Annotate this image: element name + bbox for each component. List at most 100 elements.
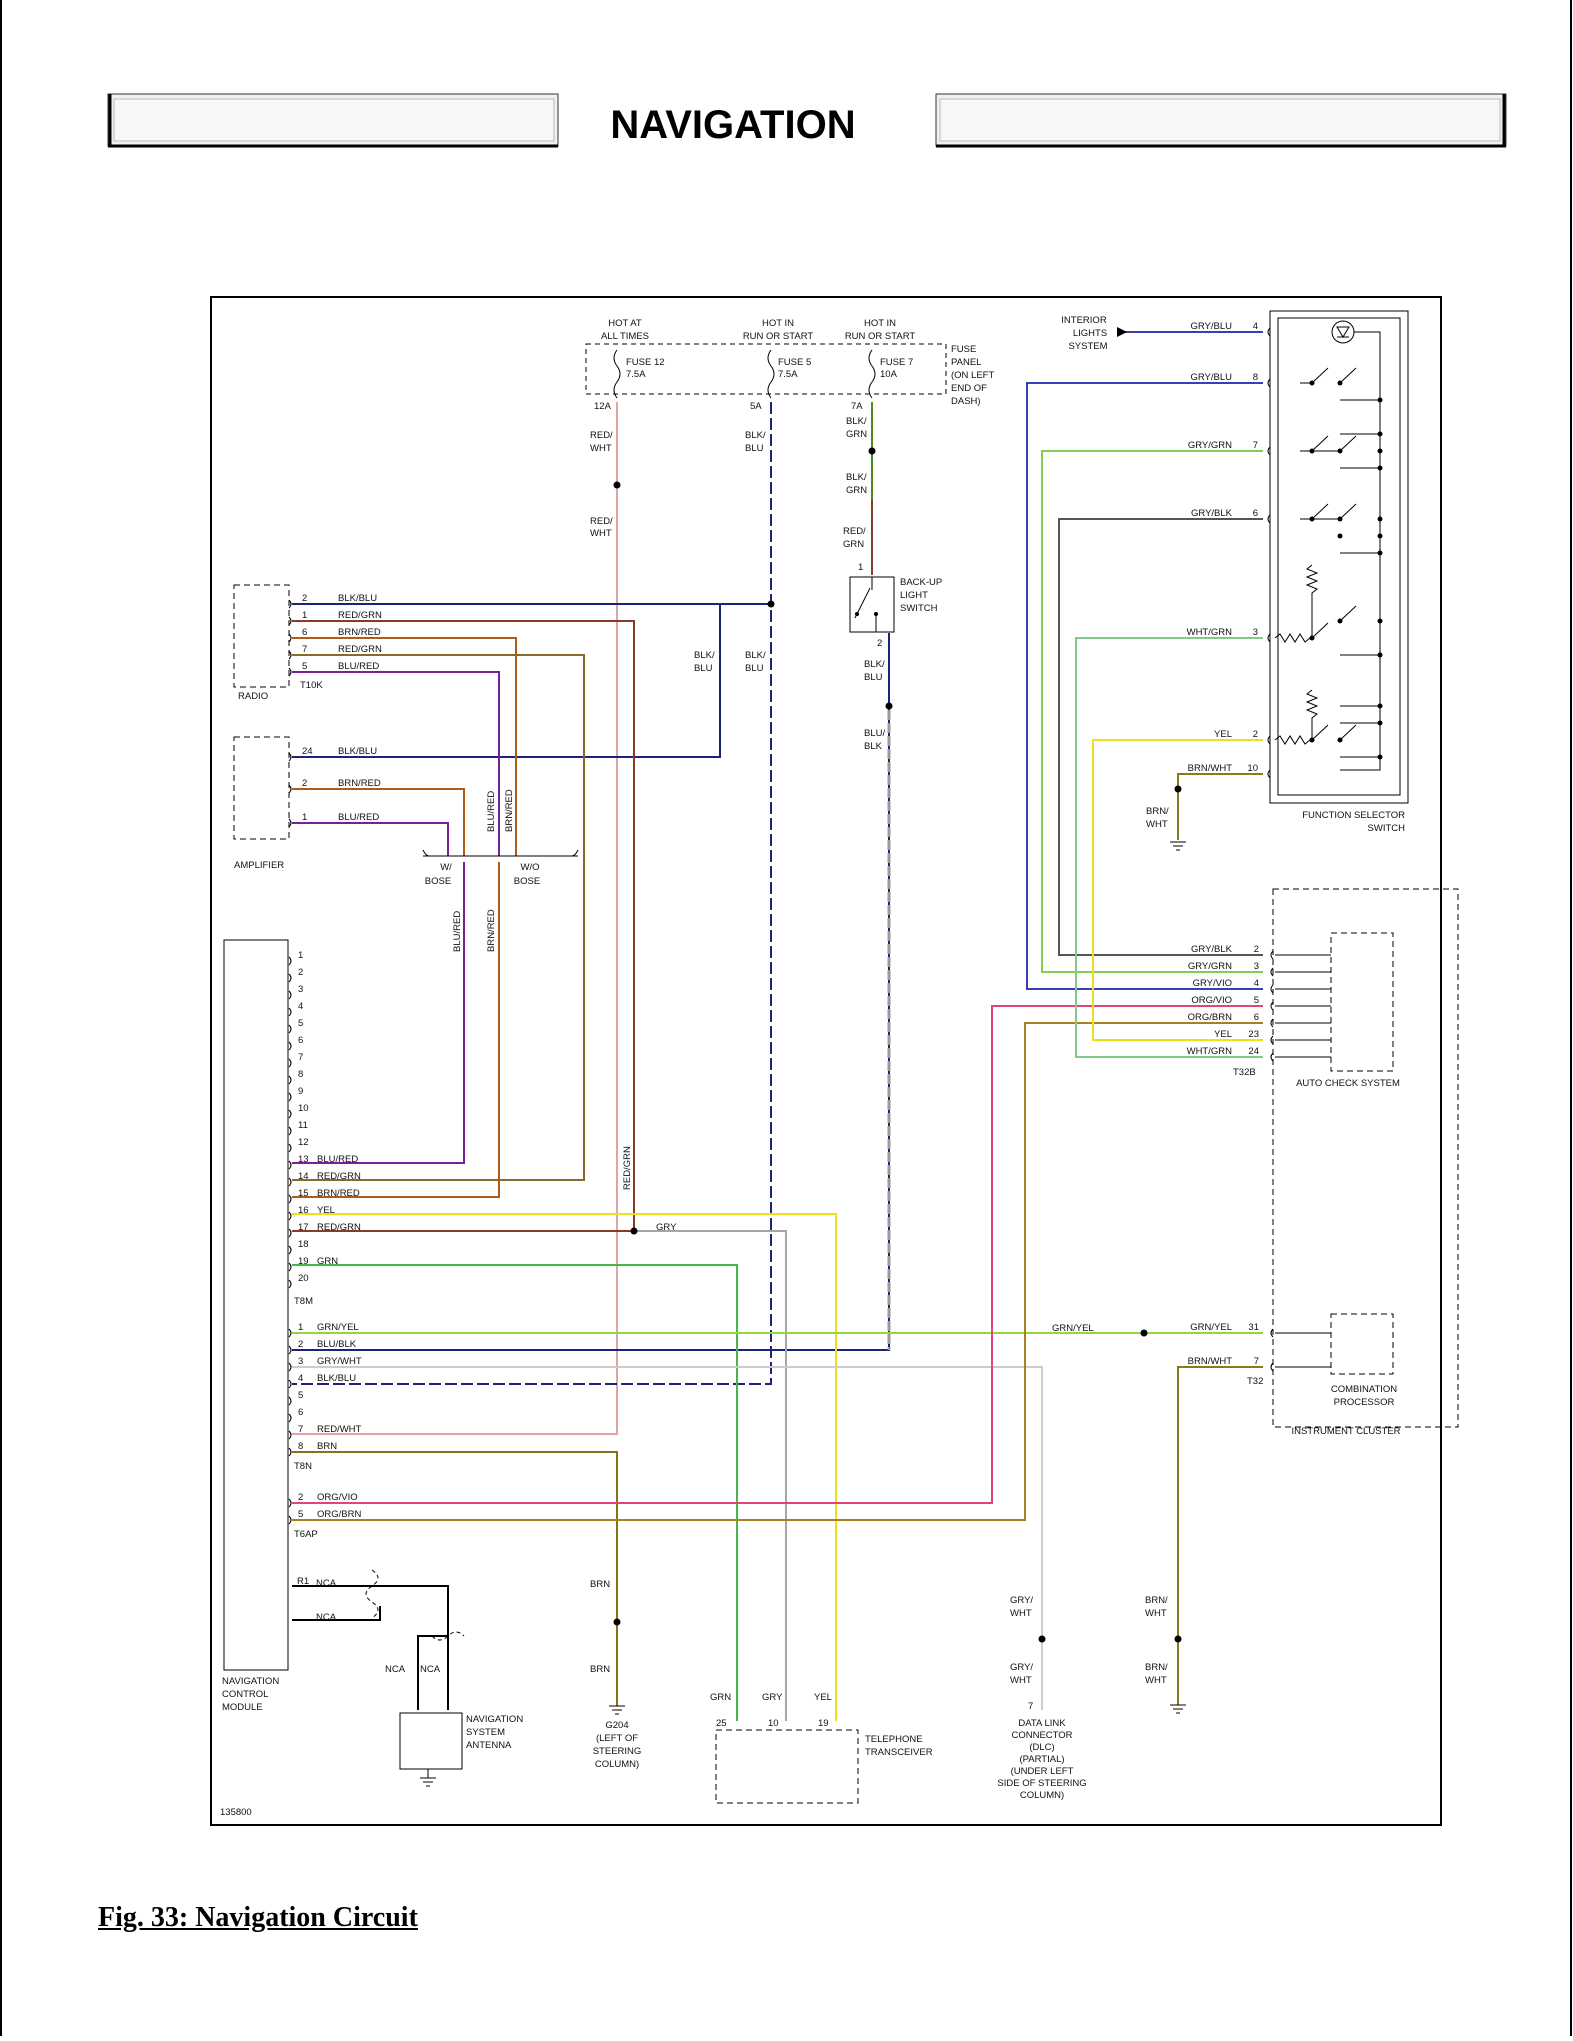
t32b-pin: 4 [1254,978,1259,989]
t6ap-wire-label: ORG/VIO [317,1492,358,1503]
dlc-gry-wht-c: GRY/ [1010,1662,1033,1673]
connector-hook-icon [288,1328,292,1338]
t32b-wire-label: WHT/GRN [1187,1046,1233,1057]
t32b-label: T32B [1233,1067,1256,1078]
connector-hook-icon [1267,378,1271,388]
brn-label-a: BRN [590,1579,610,1590]
hot-at-all-times-2: ALL TIMES [601,331,649,342]
wire-brn-g204 [292,1451,618,1706]
pin-5a: 5A [750,401,762,412]
radio-wire-label: BLK/BLU [338,593,377,604]
t8m-wire-label: GRN [317,1256,338,1267]
label-red-grn-a: RED/ [843,526,866,537]
connector-hook-icon [1267,769,1271,779]
t8m-label: T8M [294,1296,313,1307]
connector-hook-icon [288,1177,292,1187]
connector-hook-icon [1270,1052,1274,1062]
wire-nca-r1 [292,1585,449,1710]
nsa-label-2: SYSTEM [466,1727,505,1738]
g204-label-4: COLUMN) [595,1759,639,1770]
brn-label-b: BRN [590,1664,610,1675]
connector-hook-icon [288,667,292,677]
connector-hook-icon [288,1092,292,1102]
connector-hook-icon [288,1041,292,1051]
connector-hook-icon [288,633,292,643]
hot-in-run-1b: HOT IN [864,318,896,329]
t8m-pin: 19 [298,1256,309,1267]
cp-label-1: COMBINATION [1331,1384,1397,1395]
fss-label-1: FUNCTION SELECTOR [1302,810,1405,821]
t8m-pin: 3 [298,984,303,995]
resistor-icon-4 [1274,735,1312,745]
page-title: NAVIGATION [610,103,855,147]
connector-hook-icon [288,1194,292,1204]
gnd-brn-wht-d: WHT [1145,1675,1167,1686]
gnd-brn-wht-a: BRN/ [1145,1595,1168,1606]
arrow-icon [1117,327,1127,337]
wire-brn-red-t8m-15 [292,862,500,1198]
connector-hook-icon [288,1024,292,1034]
fss-pin: 10 [1247,763,1258,774]
interior-label-2: LIGHTS [1073,328,1107,339]
t32-pin: 31 [1248,1322,1259,1333]
t8m-pin: 11 [298,1120,308,1131]
wire-blu-red-t8m-13 [292,862,465,1164]
t8m-pin: 6 [298,1035,303,1046]
t8m-wire-label: RED/GRN [317,1222,361,1233]
connector-hook-icon [288,1126,292,1136]
backup-light-switch: 1 2 BACK-UP LIGHT SWITCH [849,562,942,649]
t32b-pin: 6 [1254,1012,1259,1023]
dlc-gry-wht-b: WHT [1010,1608,1032,1619]
wire-blk-blu-fuse5 [292,402,772,1385]
label-blk-blu-a: BLK/ [745,430,766,441]
t8m-wire-label: BRN/RED [317,1188,360,1199]
fuse5-name: FUSE 5 [778,357,811,368]
connector-hook-icon [288,650,292,660]
fuse5-rating: 7.5A [778,369,798,380]
wire-wht-grn [1075,637,1263,1058]
fuse-panel-1: FUSE [951,344,976,355]
nca-label-1: NCA [316,1578,337,1589]
t8n-pin: 3 [298,1356,303,1367]
t32b-pin: 3 [1254,961,1259,972]
resistor-icon-1 [1305,564,1319,638]
t8m-pin: 8 [298,1069,303,1080]
t8m-pin: 16 [298,1205,309,1216]
t8m-pin: 18 [298,1239,309,1250]
g204-label-3: STEERING [593,1746,642,1757]
wire-gry-grn [1041,450,1263,973]
connector-hook-icon [288,1245,292,1255]
connector-hook-icon [288,1379,292,1389]
label-blk-blu-f: BLU [745,663,764,674]
t8n-pin: 2 [298,1339,303,1350]
dlc-gry-wht-a: GRY/ [1010,1595,1033,1606]
cp-label-2: PROCESSOR [1334,1397,1395,1408]
gry-mid-label: GRY [656,1222,677,1233]
t6ap-pin: 2 [298,1492,303,1503]
t32b-pin: 2 [1254,944,1259,955]
connector-hook-icon [288,1498,292,1508]
amplifier-label: AMPLIFIER [234,860,284,871]
dlc-pin: 7 [1028,1701,1033,1712]
t8m-wire-label: YEL [317,1205,335,1216]
fuse7-rating: 10A [880,369,898,380]
dlc-gry-wht-d: WHT [1010,1675,1032,1686]
connector-hook-icon [288,1515,292,1525]
w-bose-2: BOSE [425,876,451,887]
t8m-pin: 5 [298,1018,303,1029]
t8m-pin: 17 [298,1222,309,1233]
connector-hook-icon [1270,967,1274,977]
wire-gry-telephone [634,1230,787,1721]
t10k-label: T10K [300,680,323,691]
t32-ground: BRN/ WHT BRN/ WHT [1145,1595,1186,1714]
g204-label-1: G204 [605,1720,628,1731]
t6ap-label: T6AP [294,1529,318,1540]
ncm-label-2: CONTROL [222,1689,268,1700]
label-red-wht-d: WHT [590,528,612,539]
t8m-pin: 4 [298,1001,303,1012]
grn-yel-mid-label: GRN/YEL [1052,1323,1094,1334]
dlc-label-7: COLUMN) [1020,1790,1064,1801]
wire-org-brn [292,1022,1263,1521]
